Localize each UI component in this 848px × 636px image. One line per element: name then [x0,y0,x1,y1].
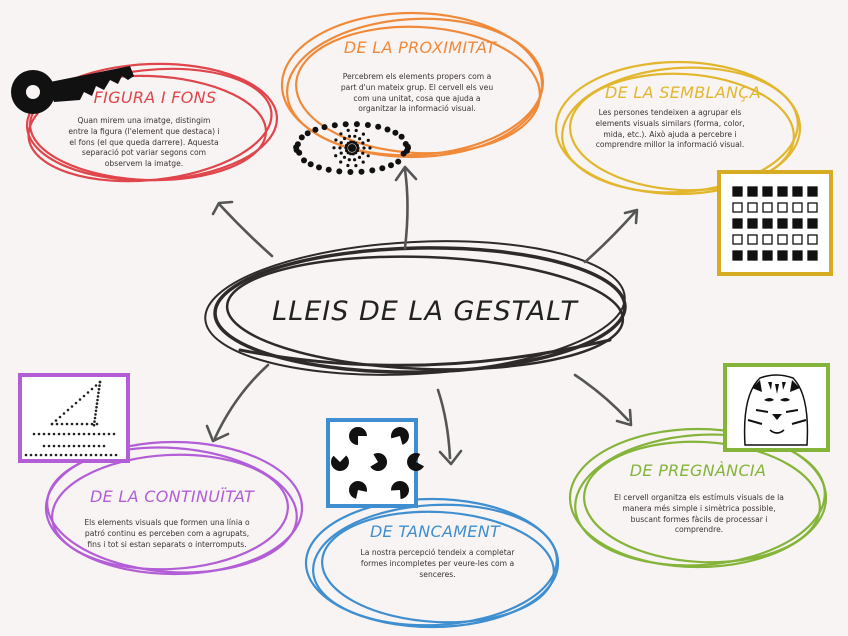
proximitat-title: DE LA PROXIMITAT [343,38,497,57]
dotted-eye-icon [293,121,411,175]
arrow-to-figura-head [211,200,234,216]
tiger-icon [723,363,830,452]
pregnancia-title: DE PREGNÀNCIA [629,461,767,480]
continuitat-outline [44,440,304,576]
tancament-text: La nostra percepció tendeix a completar … [360,548,515,579]
arrow-to-semblanca-head [623,208,639,225]
arrow-to-tancament-head [438,449,463,466]
arrow-to-continuitat [213,363,270,440]
proximitat-text: Percebrem els elements propers com a par… [340,72,494,114]
connector-arrows [205,165,639,466]
semblanca-title: DE LA SEMBLANÇA [605,83,761,102]
illusory-shape-icon [326,418,424,508]
square-grid-icon [717,170,833,276]
semblanca-text: Les persones tendeixen a agrupar els ele… [595,108,745,150]
continuitat-title: DE LA CONTINUÏTAT [89,487,255,506]
arrow-to-figura [218,203,274,258]
figura-title: FIGURA I FONS [93,88,217,107]
arrow-to-pregnancia-head [615,408,633,427]
tancament-title: DE TANCAMENT [369,522,501,541]
arrow-to-tancament [436,388,452,460]
tancament-outline [304,497,560,629]
pregnancia-text: El cervell organitza els estímuls visual… [614,493,784,535]
proximitat-outline [280,11,544,159]
pregnancia-outline [568,427,828,569]
arrow-to-proximitat-head [394,165,418,182]
dotted-sailboat-icon [18,373,130,463]
arrow-to-proximitat [403,168,409,250]
figura-outline [25,62,279,183]
key-icon [11,66,134,114]
continuitat-text: Els elements visuals que formen una líni… [84,518,250,549]
semblanca-outline [554,60,802,196]
arrow-to-semblanca [583,210,637,264]
figura-text: Quan mirem una imatge, distingim entre l… [68,116,220,169]
arrow-to-continuitat-head [205,424,230,443]
central-ellipse [204,240,627,376]
arrow-to-pregnancia [573,373,630,422]
central-title: LLEIS DE LA GESTALT [272,296,578,327]
